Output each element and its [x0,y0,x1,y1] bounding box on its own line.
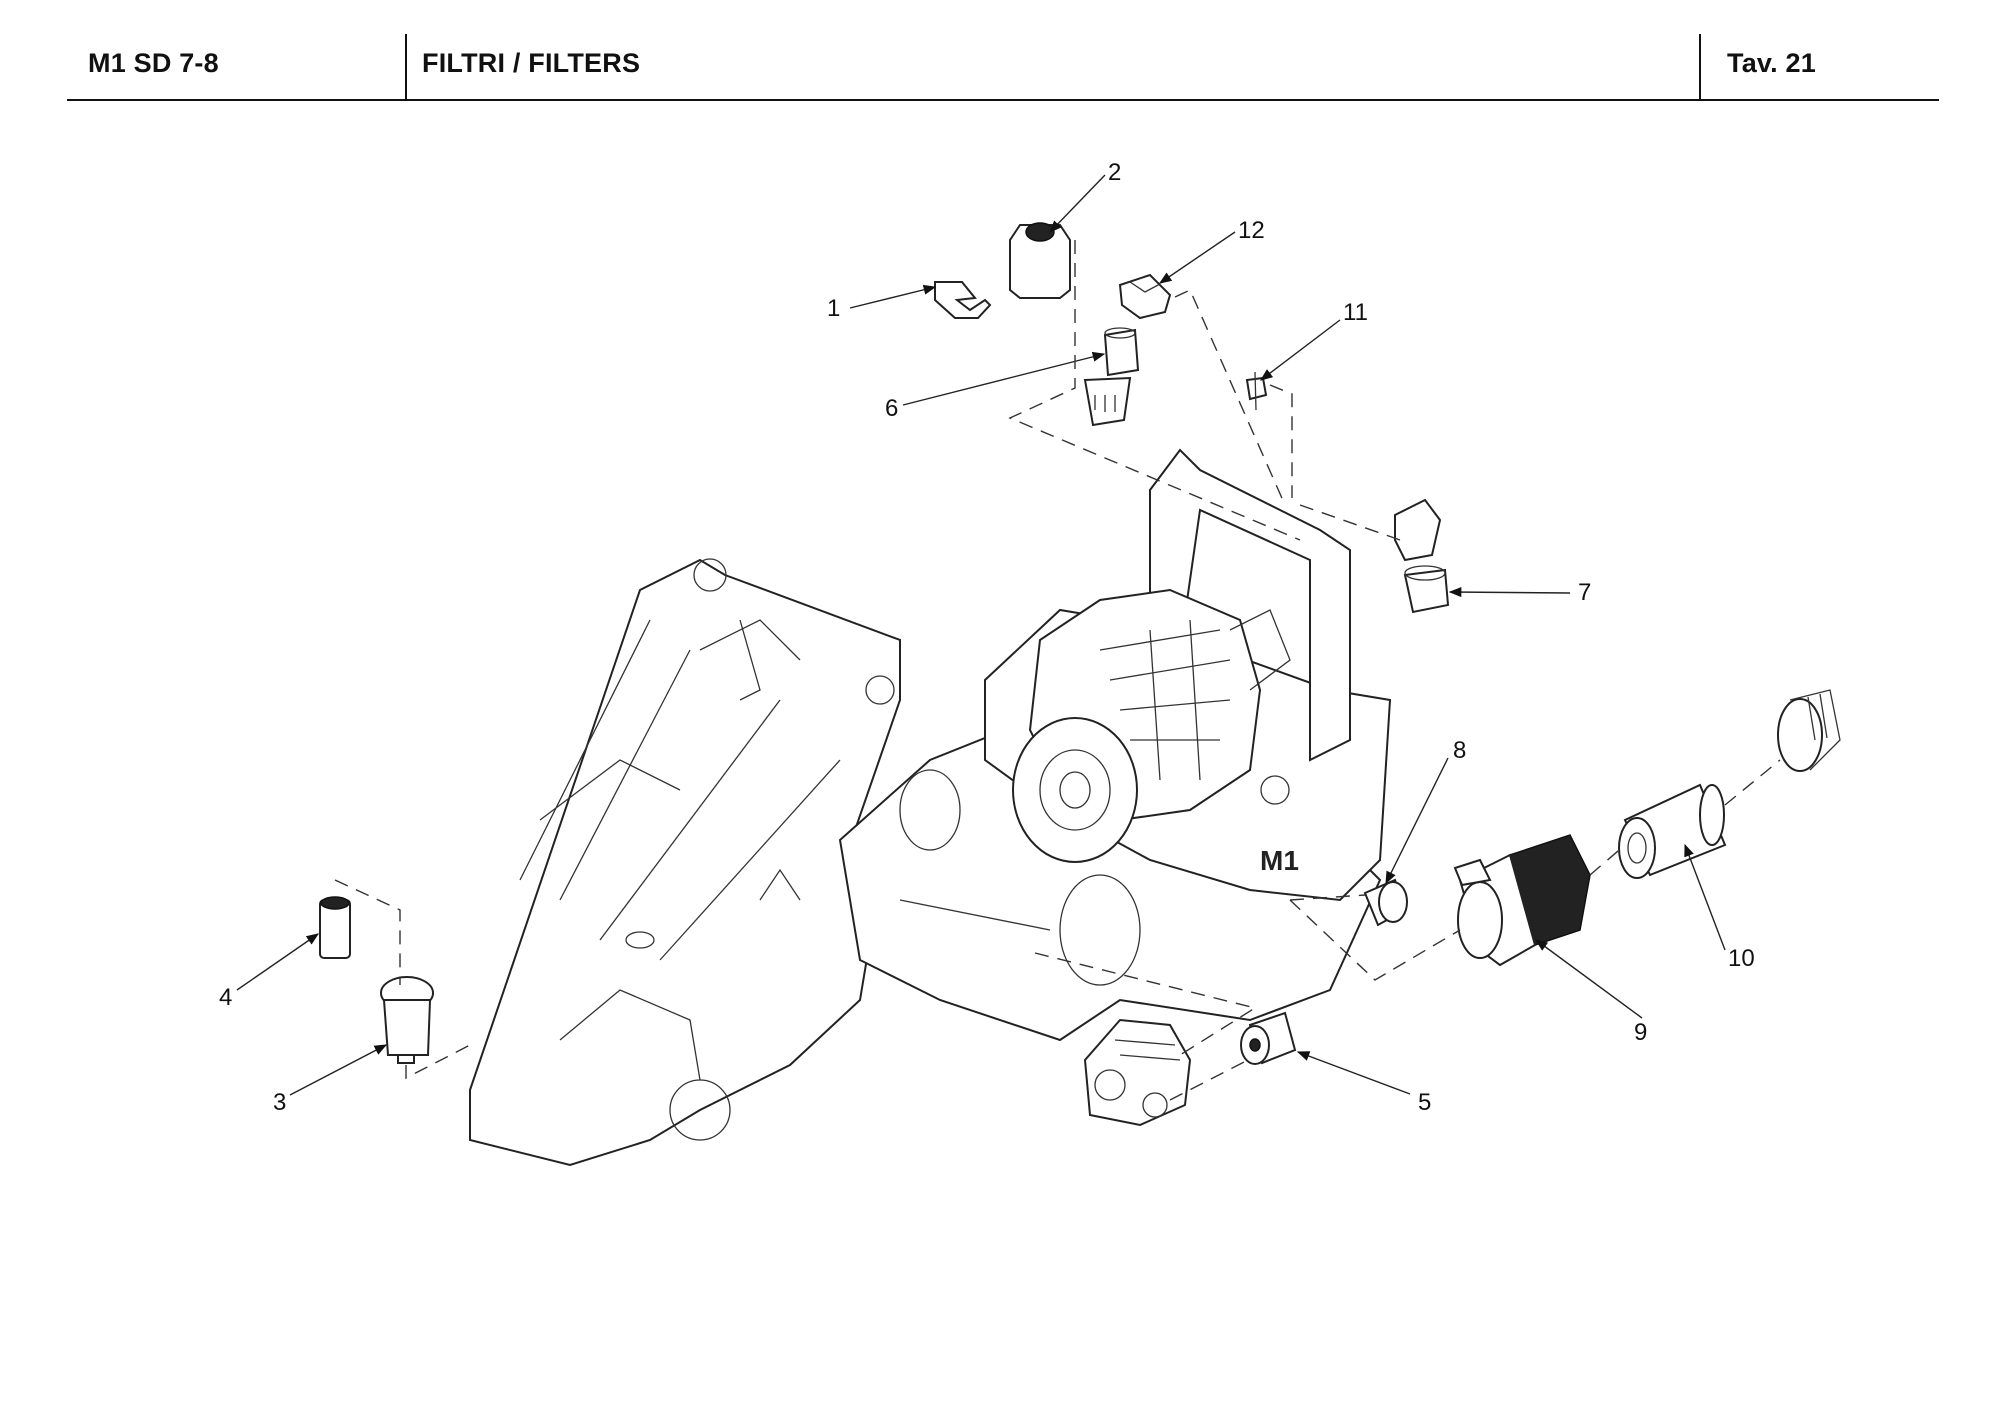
boom-frame [469,558,901,1167]
page-title: FILTRI / FILTERS [422,48,641,78]
svg-text:M1: M1 [1260,845,1299,876]
part-8-oil-filter [1363,757,1449,927]
model-code: M1 SD 7-8 [88,48,219,78]
header-underline [67,99,1939,101]
callout-7: 7 [1578,579,1591,606]
assembly-lines [334,240,1781,1101]
callout-11: 11 [1343,299,1368,326]
part-12-filter-head [1118,231,1236,320]
part-3-filter-housing [289,976,434,1096]
part-1-bracket [849,281,992,319]
callout-10: 10 [1728,945,1755,972]
part-7-prefilter [1394,498,1571,614]
part-5-filter [1240,1011,1411,1095]
engine [1012,588,1291,863]
callout-5: 5 [1418,1089,1431,1116]
header-divider-left [405,34,407,100]
table-number: Tav. 21 [1727,48,1816,78]
part-10-air-element [1618,783,1727,951]
callout-1: 1 [827,295,840,322]
callout-8: 8 [1453,737,1466,764]
part-4-cartridge [236,896,351,991]
part-9-air-filter-housing [1453,834,1643,1019]
header-divider-right [1699,34,1701,100]
air-filter-cap [1777,689,1841,772]
callout-4: 4 [219,984,232,1011]
callout-6: 6 [885,395,898,422]
callout-2: 2 [1108,159,1121,186]
part-11-inline-filter [1245,319,1341,411]
callout-9: 9 [1634,1019,1647,1046]
hydraulic-pump [1083,1018,1192,1127]
callout-12: 12 [1238,217,1265,244]
part-6-fuel-filter [902,327,1140,427]
callout-3: 3 [273,1089,286,1116]
part-2-reservoir [1009,174,1106,299]
callout-labels: 1 2 3 4 5 6 7 8 9 10 11 12 [219,159,1755,1116]
